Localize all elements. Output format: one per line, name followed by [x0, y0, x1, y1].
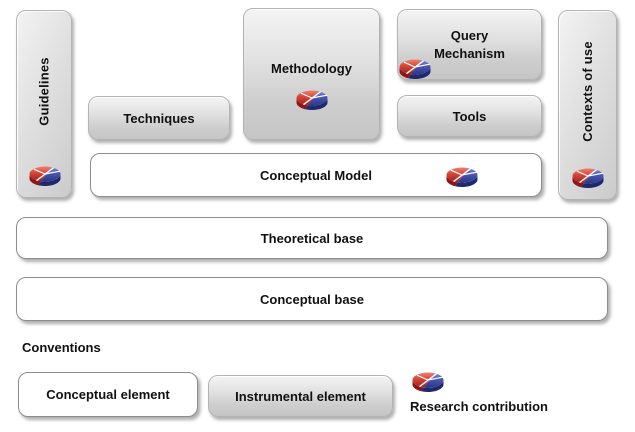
guidelines-label: Guidelines: [36, 56, 52, 126]
conventions-title: Conventions: [22, 340, 101, 355]
conceptual-base-label: Conceptual base: [259, 291, 365, 307]
pie-chart-icon: [397, 56, 433, 82]
techniques-box: Techniques: [88, 96, 230, 140]
conceptual-model-box: Conceptual Model: [90, 153, 542, 197]
pie-chart-icon: [444, 164, 480, 190]
contexts-of-use-box: Contexts of use: [558, 10, 617, 200]
methodology-label: Methodology: [271, 61, 352, 76]
pie-chart-icon: [294, 87, 330, 113]
theoretical-base-box: Theoretical base: [16, 217, 608, 259]
research-contribution-label: Research contribution: [410, 399, 548, 414]
instrumental-element-label: Instrumental element: [235, 388, 366, 404]
conceptual-base-box: Conceptual base: [16, 277, 608, 321]
conceptual-element-label: Conceptual element: [46, 387, 170, 402]
legend-conceptual-element-box: Conceptual element: [18, 372, 198, 417]
query-mechanism-box: Query Mechanism: [397, 9, 542, 80]
conceptual-model-label: Conceptual Model: [260, 167, 372, 183]
legend-research-contribution: Research contribution: [410, 369, 548, 414]
tools-label: Tools: [452, 108, 487, 124]
contexts-of-use-label: Contexts of use: [580, 40, 596, 142]
pie-chart-icon: [27, 163, 63, 189]
guidelines-box: Guidelines: [16, 10, 72, 198]
pie-chart-icon: [410, 369, 446, 395]
pie-chart-icon: [570, 165, 606, 191]
query-mechanism-label: Query Mechanism: [434, 27, 505, 61]
methodology-box: Methodology: [243, 8, 380, 140]
tools-box: Tools: [397, 95, 542, 137]
theoretical-base-label: Theoretical base: [260, 230, 364, 246]
techniques-label: Techniques: [123, 110, 195, 126]
legend-instrumental-element-box: Instrumental element: [208, 375, 393, 417]
